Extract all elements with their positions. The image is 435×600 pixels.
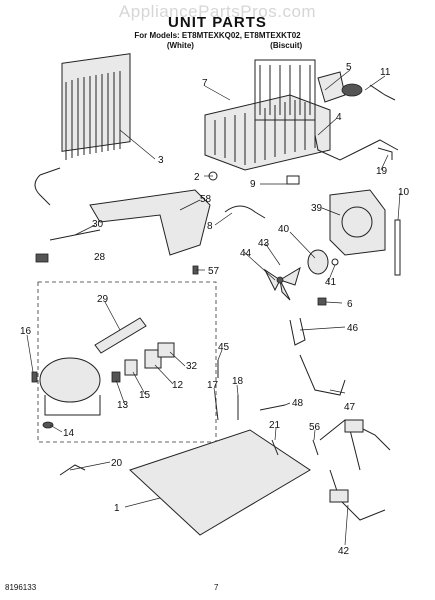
callout-15: 15	[139, 390, 151, 401]
part-fan-shroud[interactable]	[329, 189, 386, 256]
page-number: 7	[214, 583, 219, 592]
part-fan-blade[interactable]	[263, 266, 301, 301]
callout-48: 48	[292, 398, 304, 409]
callout-30: 30	[92, 219, 104, 230]
callout-9: 9	[250, 179, 256, 190]
part-evaporator[interactable]	[204, 59, 331, 171]
callout-28: 28	[94, 252, 106, 263]
part-6[interactable]	[317, 297, 327, 306]
part-15[interactable]	[124, 359, 138, 376]
callout-16: 16	[20, 326, 32, 337]
part-11[interactable]	[341, 83, 363, 97]
callout-8: 8	[207, 221, 213, 232]
callout-7: 7	[202, 78, 208, 89]
callout-57: 57	[208, 266, 220, 277]
part-29[interactable]	[94, 317, 147, 354]
part-41[interactable]	[331, 258, 339, 266]
part-9[interactable]	[286, 175, 300, 185]
compressor-kit-box	[37, 281, 217, 443]
callout-19: 19	[376, 166, 388, 177]
callout-labels: 1 2 3 4 5 6 7 8 9 10 11 12 13 14 15 16 1…	[20, 62, 410, 557]
callout-21: 21	[269, 420, 281, 431]
callout-10: 10	[398, 187, 410, 198]
part-base-pan[interactable]	[129, 429, 311, 536]
part-condenser-coil[interactable]	[34, 53, 131, 206]
callout-43: 43	[258, 238, 270, 249]
part-wiring-harness[interactable]	[319, 419, 391, 521]
callout-46: 46	[347, 323, 359, 334]
callout-5: 5	[346, 62, 352, 73]
callout-47: 47	[344, 402, 356, 413]
part-19[interactable]	[377, 147, 393, 160]
callout-32: 32	[186, 361, 198, 372]
part-16[interactable]	[31, 371, 38, 383]
watermark: AppliancePartsPros.com	[118, 2, 317, 21]
callout-17: 17	[207, 380, 219, 391]
callout-13: 13	[117, 400, 129, 411]
page-title: UNIT PARTS	[168, 14, 267, 31]
callout-12: 12	[172, 380, 184, 391]
part-8-heater[interactable]	[224, 205, 266, 219]
part-12[interactable]	[144, 349, 162, 369]
callout-29: 29	[97, 294, 109, 305]
part-10[interactable]	[394, 219, 401, 276]
callout-1: 1	[114, 503, 120, 514]
callout-20: 20	[111, 458, 123, 469]
callout-39: 39	[311, 203, 323, 214]
callout-11: 11	[380, 67, 391, 78]
callout-18: 18	[232, 376, 244, 387]
callout-58: 58	[200, 194, 212, 205]
variant-white: (White)	[166, 41, 194, 50]
part-46-tube[interactable]	[289, 317, 306, 346]
part-47-tube[interactable]	[299, 354, 346, 396]
callout-leaders	[26, 69, 401, 546]
callout-44: 44	[240, 248, 252, 259]
callout-6: 6	[347, 299, 353, 310]
part-drain-pan[interactable]	[89, 189, 211, 256]
part-13[interactable]	[111, 371, 121, 383]
callout-14: 14	[63, 428, 75, 439]
part-5[interactable]	[317, 71, 346, 103]
part-14[interactable]	[42, 421, 54, 429]
part-compressor[interactable]	[39, 357, 101, 416]
part-56[interactable]	[312, 439, 319, 456]
part-20[interactable]	[59, 464, 86, 476]
callout-40: 40	[278, 224, 290, 235]
part-4-wire[interactable]	[314, 134, 399, 161]
callout-56: 56	[309, 422, 321, 433]
callout-42: 42	[338, 546, 350, 557]
callout-3: 3	[158, 155, 164, 166]
variants-line: (White) (Biscuit)	[0, 41, 435, 50]
callout-4: 4	[336, 112, 342, 123]
document-number: 8196133	[5, 583, 37, 592]
variant-biscuit: (Biscuit)	[270, 41, 303, 50]
part-48[interactable]	[259, 404, 286, 411]
part-21[interactable]	[271, 439, 279, 456]
callout-41: 41	[325, 277, 337, 288]
callout-45: 45	[218, 342, 230, 353]
part-17[interactable]	[214, 394, 219, 421]
models-line: For Models: ET8MTEXKQ02, ET8MTEXKT02	[134, 31, 301, 40]
part-32[interactable]	[157, 342, 175, 358]
callout-2: 2	[194, 172, 200, 183]
